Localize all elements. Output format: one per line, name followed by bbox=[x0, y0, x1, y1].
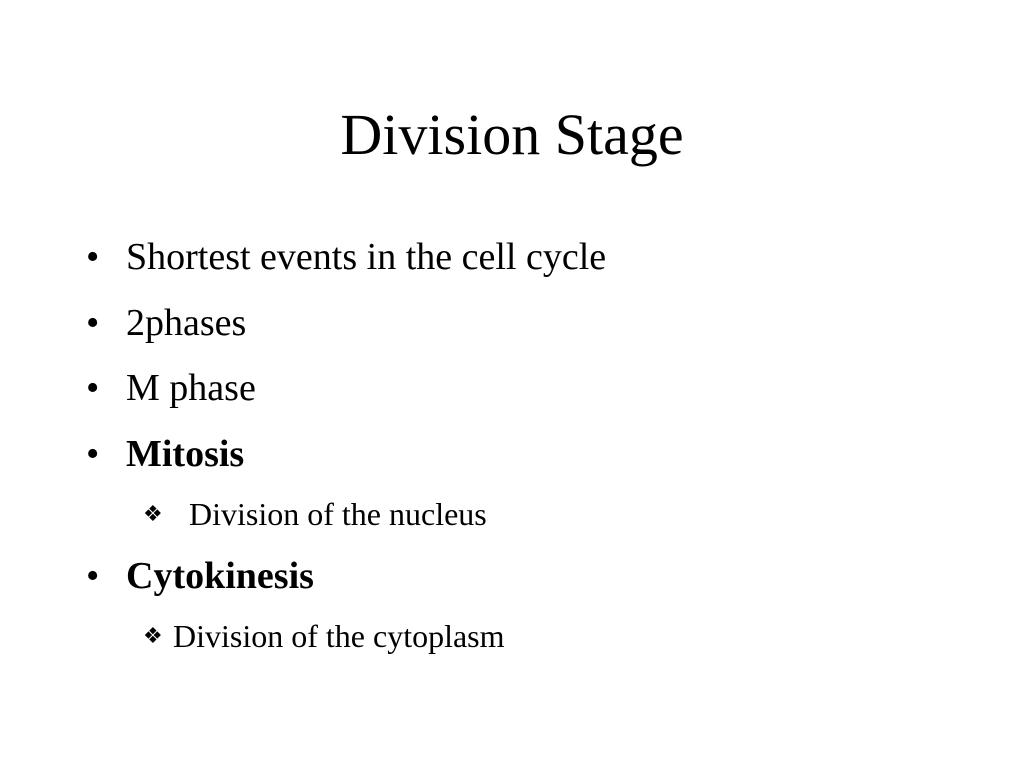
bullet-item: • 2phases bbox=[86, 300, 246, 346]
sub-bullet-item: ❖ Division of the nucleus bbox=[143, 494, 487, 535]
sub-bullet-text: Division of the cytoplasm bbox=[173, 618, 505, 654]
bullet-item: • Mitosis bbox=[86, 431, 244, 477]
bullet-dot-icon: • bbox=[86, 302, 100, 344]
diamond-bullet-icon: ❖ bbox=[143, 624, 163, 649]
bullet-text: Shortest events in the cell cycle bbox=[126, 236, 607, 278]
bullet-text: 2phases bbox=[126, 302, 247, 344]
slide-title: Division Stage bbox=[340, 102, 684, 167]
diamond-bullet-icon: ❖ bbox=[143, 502, 163, 527]
bullet-dot-icon: • bbox=[86, 555, 100, 597]
sub-bullet-item: ❖ Division of the cytoplasm bbox=[143, 616, 505, 657]
bullet-text: M phase bbox=[126, 367, 256, 409]
bullet-dot-icon: • bbox=[86, 236, 100, 278]
bullet-text: Cytokinesis bbox=[126, 555, 314, 597]
bullet-item: • Shortest events in the cell cycle bbox=[86, 234, 606, 280]
sub-bullet-text: Division of the nucleus bbox=[189, 496, 487, 532]
bullet-item: • Cytokinesis bbox=[86, 553, 314, 599]
bullet-item: • M phase bbox=[86, 365, 256, 411]
bullet-dot-icon: • bbox=[86, 367, 100, 409]
bullet-text: Mitosis bbox=[126, 433, 245, 475]
bullet-dot-icon: • bbox=[86, 433, 100, 475]
